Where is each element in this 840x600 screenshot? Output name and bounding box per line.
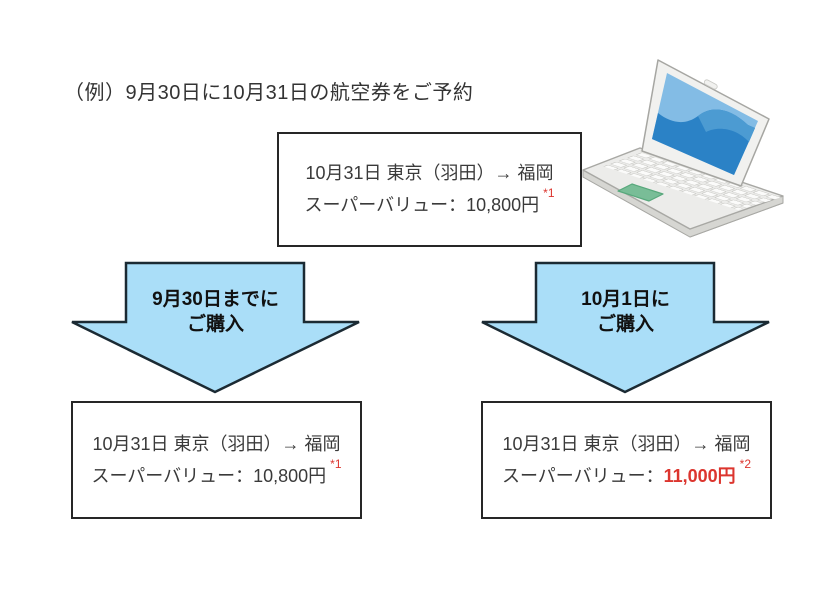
arrow-purchase-on-oct1: 10月1日に ご購入 — [480, 261, 771, 395]
booking-fare: スーパーバリュー：10,800円*1 — [304, 186, 555, 219]
down-arrow-icon — [71, 261, 360, 394]
fare-price-highlighted: 11,000円 — [663, 465, 736, 486]
footnote-ref: *1 — [543, 186, 555, 200]
arrow-left-label: 9月30日までに ご購入 — [152, 289, 279, 335]
page-title: （例）9月30日に10月31日の航空券をご予約 — [64, 82, 474, 104]
laptop-keyboard — [602, 152, 783, 210]
result-fare: スーパーバリュー：10,800円*1 — [91, 456, 342, 490]
result-fare: スーパーバリュー：11,000円*2 — [501, 456, 752, 490]
booking-route: 10月31日 東京（羽田）→ 福岡 — [305, 163, 554, 183]
result-route: 10月31日 東京（羽田）→ 福岡 — [502, 433, 751, 454]
footnote-ref: *2 — [739, 456, 752, 471]
laptop-latch — [703, 79, 718, 90]
fare-price: 10,800円 — [466, 195, 540, 215]
fare-label: スーパーバリュー： — [501, 465, 664, 486]
laptop-trackpad — [617, 183, 664, 202]
arrow-right-label: 10月1日に ご購入 — [581, 289, 670, 335]
footnote-ref: *1 — [330, 456, 342, 471]
fare-label: スーパーバリュー： — [304, 195, 467, 215]
fare-label: スーパーバリュー： — [91, 465, 254, 486]
down-arrow-icon — [481, 261, 770, 394]
result-box-before-deadline: 10月31日 東京（羽田）→ 福岡 スーパーバリュー：10,800円*1 — [71, 401, 362, 519]
result-route: 10月31日 東京（羽田）→ 福岡 — [92, 433, 341, 454]
result-box-after-deadline: 10月31日 東京（羽田）→ 福岡 スーパーバリュー：11,000円*2 — [481, 401, 772, 519]
booking-box: 10月31日 東京（羽田）→ 福岡 スーパーバリュー：10,800円*1 — [277, 132, 582, 247]
fare-price: 10,800円 — [253, 465, 327, 486]
arrow-purchase-by-sep30: 9月30日までに ご購入 — [70, 261, 361, 395]
laptop-icon — [582, 59, 784, 238]
